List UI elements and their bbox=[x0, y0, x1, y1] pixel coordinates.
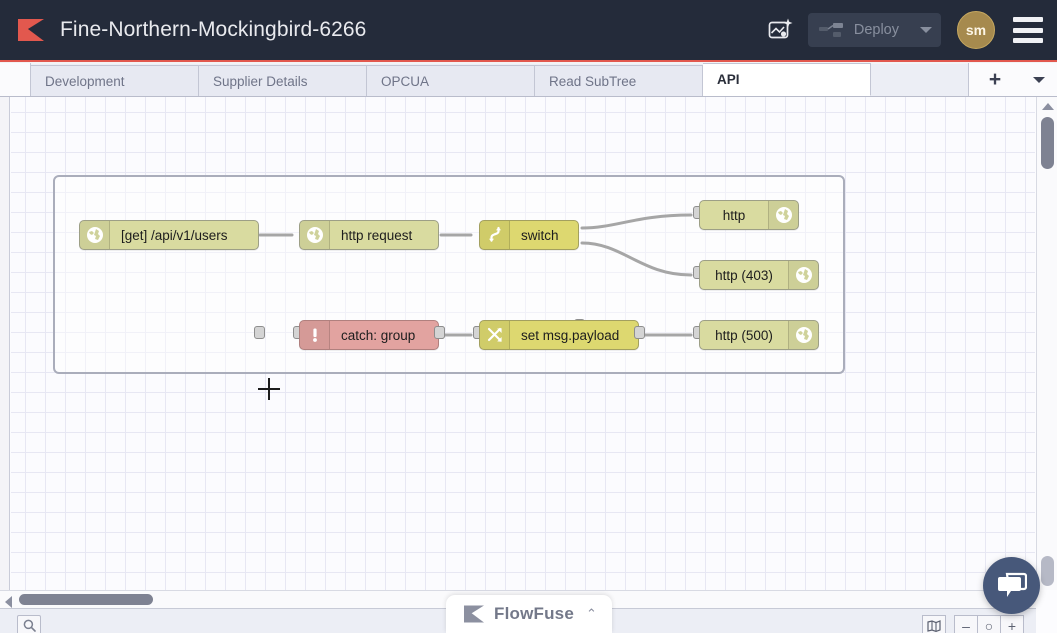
zoom-in-icon[interactable]: + bbox=[1000, 614, 1024, 633]
globe-icon bbox=[768, 201, 798, 229]
flow-canvas-area: [get] /api/v1/users http request bbox=[0, 97, 1057, 633]
scroll-left-arrow-icon[interactable] bbox=[5, 596, 12, 608]
scroll-up-arrow-icon[interactable] bbox=[1042, 103, 1054, 110]
tab-bar-left-pad bbox=[0, 63, 31, 96]
tab-bar-actions: + bbox=[968, 63, 1057, 96]
zoom-reset-icon[interactable]: ○ bbox=[977, 614, 1001, 633]
hamburger-menu-icon[interactable] bbox=[1013, 17, 1043, 43]
deploy-options-button[interactable] bbox=[911, 13, 941, 47]
chevron-up-icon: ⌃ bbox=[586, 606, 597, 621]
cross-arrows-icon bbox=[480, 321, 510, 349]
avatar[interactable]: sm bbox=[957, 11, 995, 49]
globe-icon bbox=[788, 261, 818, 289]
node-http-request[interactable]: http request bbox=[299, 220, 439, 250]
vertical-scrollbar-thumb[interactable] bbox=[1041, 117, 1054, 169]
ai-assistant-icon[interactable] bbox=[758, 8, 802, 52]
node-port-output[interactable] bbox=[634, 326, 645, 339]
tab-development[interactable]: Development bbox=[31, 65, 199, 96]
vertical-scrollbar-secondary-thumb[interactable] bbox=[1041, 556, 1054, 586]
flow-canvas[interactable]: [get] /api/v1/users http request bbox=[11, 97, 1035, 590]
node-label: http (500) bbox=[715, 327, 773, 343]
flowfuse-logo-icon bbox=[464, 605, 484, 623]
page-title: Fine-Northern-Mockingbird-6266 bbox=[60, 18, 367, 41]
flowfuse-label: FlowFuse bbox=[494, 604, 574, 623]
crosshair-cursor bbox=[258, 378, 280, 400]
node-label: switch bbox=[521, 227, 559, 243]
branch-arrow-icon bbox=[480, 221, 510, 249]
deploy-label: Deploy bbox=[853, 22, 899, 38]
node-label: http (403) bbox=[715, 267, 773, 283]
tab-supplier-details[interactable]: Supplier Details bbox=[199, 65, 367, 96]
node-label: catch: group bbox=[341, 327, 416, 343]
tab-api[interactable]: API bbox=[703, 63, 871, 96]
canvas-left-rail bbox=[0, 97, 10, 590]
node-http-response-200[interactable]: http bbox=[699, 200, 799, 230]
flow-tab-bar: Development Supplier Details OPCUA Read … bbox=[0, 63, 1057, 97]
tab-opcua[interactable]: OPCUA bbox=[367, 65, 535, 96]
chevron-down-icon bbox=[1033, 76, 1045, 83]
canvas-view-tools: – ○ + bbox=[922, 614, 1036, 633]
add-tab-button[interactable]: + bbox=[988, 67, 1002, 91]
node-port-output[interactable] bbox=[254, 326, 265, 339]
globe-icon bbox=[300, 221, 330, 249]
node-http-in[interactable]: [get] /api/v1/users bbox=[79, 220, 259, 250]
zoom-out-icon[interactable]: – bbox=[954, 614, 978, 633]
globe-icon bbox=[80, 221, 110, 249]
node-label: http bbox=[722, 207, 746, 223]
flowfuse-logo-icon bbox=[18, 19, 44, 41]
search-icon[interactable] bbox=[17, 614, 41, 633]
exclamation-icon bbox=[300, 321, 330, 349]
node-change-set-payload[interactable]: set msg.payload bbox=[479, 320, 639, 350]
globe-icon bbox=[788, 321, 818, 349]
node-catch-group[interactable]: catch: group bbox=[299, 320, 439, 350]
node-label: http request bbox=[341, 227, 413, 243]
tab-read-subtree[interactable]: Read SubTree bbox=[535, 65, 703, 96]
chat-bubble-icon[interactable] bbox=[983, 557, 1040, 614]
navigator-map-icon[interactable] bbox=[922, 614, 946, 633]
node-http-response-500[interactable]: http (500) bbox=[699, 320, 819, 350]
flowfuse-footer-pill[interactable]: FlowFuse ⌃ bbox=[446, 595, 612, 633]
node-port-output[interactable] bbox=[434, 326, 445, 339]
horizontal-scrollbar-thumb[interactable] bbox=[19, 594, 153, 605]
tab-list-menu-button[interactable] bbox=[1021, 63, 1057, 96]
deploy-nodes-icon bbox=[818, 23, 843, 37]
chevron-down-icon bbox=[920, 27, 932, 33]
app-header: Fine-Northern-Mockingbird-6266 bbox=[0, 0, 1057, 62]
canvas-vertical-scrollbar[interactable] bbox=[1036, 97, 1057, 590]
header-actions: Deploy sm bbox=[758, 8, 1057, 52]
node-label: [get] /api/v1/users bbox=[121, 227, 228, 243]
deploy-button[interactable]: Deploy bbox=[808, 13, 911, 47]
node-label: set msg.payload bbox=[521, 327, 620, 343]
deploy-button-group: Deploy bbox=[807, 13, 941, 47]
node-switch[interactable]: switch bbox=[479, 220, 579, 250]
node-http-response-403[interactable]: http (403) bbox=[699, 260, 819, 290]
